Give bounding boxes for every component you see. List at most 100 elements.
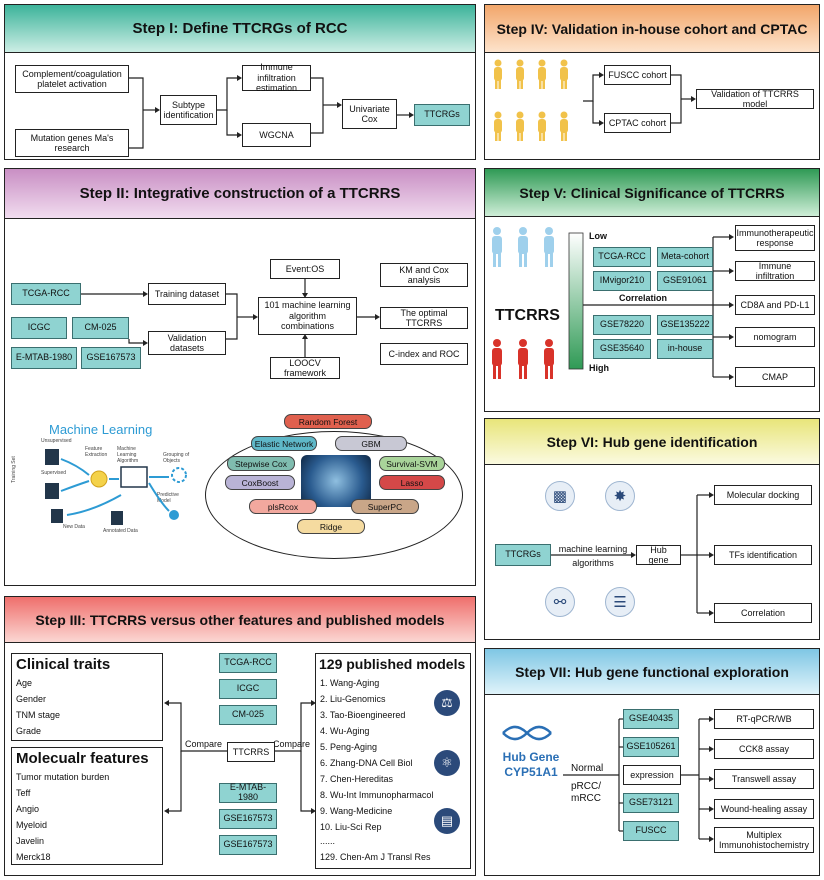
algorithm-box: 101 machine learning algorithm combinati… <box>258 297 357 335</box>
step6-ttcrgs-box: TTCRGs <box>495 544 551 566</box>
molecular-item: Teff <box>16 788 31 798</box>
box-label: Transwell assay <box>731 773 797 784</box>
box-label: CPTAC cohort <box>608 117 667 128</box>
cohort-gse91061: GSE91061 <box>657 271 713 291</box>
gse167573-box: GSE167573 <box>81 347 141 369</box>
box-label: Event:OS <box>285 263 325 274</box>
box-label: E-MTAB-1980 <box>229 782 267 802</box>
box-label: ICGC <box>236 683 260 694</box>
step6-title: Step VI: Hub gene identification <box>546 433 758 450</box>
output-immune-infiltration: Immune infiltration <box>735 261 815 281</box>
box-label: CD8A and PD-L1 <box>740 299 810 310</box>
step3-connectors <box>164 700 316 814</box>
model-item: ...... <box>320 836 336 846</box>
step1-connectors <box>129 75 414 149</box>
transwell-assay-box: Transwell assay <box>714 769 814 789</box>
box-label: TCGA-RCC <box>22 288 70 299</box>
box-label: RT-qPCR/WB <box>736 713 792 724</box>
box-label: Correlation <box>740 607 786 618</box>
box-label: CCK8 assay <box>738 743 790 754</box>
tfs-identification-box: TFs identification <box>714 545 812 565</box>
step4-connectors <box>494 59 696 141</box>
box-label: LOOCV framework <box>283 357 326 378</box>
step3-dataset-icgc: ICGC <box>219 679 277 699</box>
cohort-tcga: TCGA-RCC <box>593 247 651 267</box>
box-label: Complement/coagulation platelet activati… <box>22 68 122 89</box>
box-label: GSE91061 <box>662 275 708 286</box>
molecular-item: Tumor mutation burden <box>16 772 110 782</box>
compare-right-label: Compare <box>273 739 311 749</box>
box-label: GSE73121 <box>628 797 674 808</box>
ml-label-newdata: New Data <box>63 524 85 530</box>
cohort-gse78220: GSE78220 <box>593 315 651 335</box>
optimal-ttcrrs-box: The optimal TTCRRS <box>380 307 468 329</box>
box-label: GSE40435 <box>628 713 674 724</box>
step3-panel: Step III: TTCRRS versus other features a… <box>4 596 476 876</box>
box-label: Meta-cohort <box>660 251 710 262</box>
clinical-traits-box: Clinical traits Age Gender TNM stage Gra… <box>11 653 163 741</box>
step6-connectors <box>551 492 714 616</box>
box-label: Validation datasets <box>167 332 207 353</box>
machine-learning-illustration: Machine Learning Unsupervised Supervised… <box>11 419 201 539</box>
molecular-item: Angio <box>16 804 40 814</box>
step3-dataset-gse2: GSE167573 <box>219 835 277 855</box>
model-item: 7. Chen-Hereditas <box>320 774 394 784</box>
box-label: nomogram <box>753 331 797 342</box>
box-label: Validation of TTCRRS model <box>711 88 799 109</box>
box-label: Survival-SVM <box>386 458 438 469</box>
step7-panel: Step VII: Hub gene functional exploratio… <box>484 648 820 876</box>
box-label: SuperPC <box>367 501 403 512</box>
model-item: 3. Tao-Bioengineered <box>320 710 406 720</box>
box-label: GSE105261 <box>626 741 676 752</box>
box-label: TCGA-RCC <box>224 657 272 668</box>
published-models-title: 129 published models <box>319 656 466 672</box>
box-label: GSE35640 <box>599 343 645 354</box>
model-item: 10. Liu-Sci Rep <box>320 822 382 832</box>
clinical-traits-title: Clinical traits <box>16 656 111 673</box>
tcga-rcc-box: TCGA-RCC <box>11 283 81 305</box>
box-label: GSE167573 <box>223 813 273 824</box>
validation-box: Validation datasets <box>148 331 226 355</box>
box-label: plsRcox <box>267 501 299 512</box>
training-box: Training dataset <box>148 283 226 305</box>
step5-title: Step V: Clinical Significance of TTCRRS <box>519 184 785 201</box>
dataset-gse105261: GSE105261 <box>623 737 679 757</box>
published-models-box: 129 published models 1. Wang-Aging 2. Li… <box>315 653 471 869</box>
step3-header: Step III: TTCRRS versus other features a… <box>5 597 475 643</box>
icgc-box: ICGC <box>11 317 67 339</box>
step3-dataset-cm025: CM-025 <box>219 705 277 725</box>
box-label: expression <box>630 769 674 780</box>
dataset-fuscc: FUSCC <box>623 821 679 841</box>
complement-box: Complement/coagulation platelet activati… <box>15 65 129 93</box>
superpc-pill: SuperPC <box>351 499 419 514</box>
step4-header: Step IV: Validation in-house cohort and … <box>485 5 819 53</box>
molecular-features-box: Molecualr features Tumor mutation burden… <box>11 747 163 865</box>
hub-gene-label: Hub Gene <box>502 750 560 764</box>
ttcrgs-box: TTCRGs <box>414 104 470 126</box>
ml-label-algorithm: Machine Learning Algorithm <box>117 446 139 464</box>
step2-connectors <box>81 279 380 357</box>
box-label: E-MTAB-1980 <box>15 352 73 363</box>
normal-label: Normal <box>571 763 604 774</box>
validation-model-box: Validation of TTCRRS model <box>696 89 814 109</box>
ml-label-supervised: Supervised <box>41 470 67 476</box>
ml-algorithms-label: machine learning algorithms <box>558 544 628 568</box>
model-item: 4. Wu-Aging <box>320 726 370 736</box>
event-os-box: Event:OS <box>270 259 340 279</box>
box-label: GSE78220 <box>599 319 645 330</box>
box-label: Immunotherapeutic response <box>736 227 814 248</box>
rtqpcr-wb-box: RT-qPCR/WB <box>714 709 814 729</box>
box-label: Stepwise Cox <box>235 458 287 469</box>
box-label: ICGC <box>27 322 51 333</box>
step1-title: Step I: Define TTCRGs of RCC <box>132 20 348 37</box>
step3-dataset-tcga: TCGA-RCC <box>219 653 277 673</box>
box-label: TFs identification <box>728 549 798 560</box>
subtype-box: Subtype identification <box>160 95 217 125</box>
box-label: Subtype identification <box>163 99 214 120</box>
dataset-gse40435: GSE40435 <box>623 709 679 729</box>
compare-left-label: Compare <box>185 739 223 749</box>
ridge-pill: Ridge <box>297 519 365 534</box>
step2-title: Step II: Integrative construction of a T… <box>79 185 401 202</box>
high-risk-person-icons <box>492 339 554 379</box>
step1-header: Step I: Define TTCRGs of RCC <box>5 5 475 53</box>
